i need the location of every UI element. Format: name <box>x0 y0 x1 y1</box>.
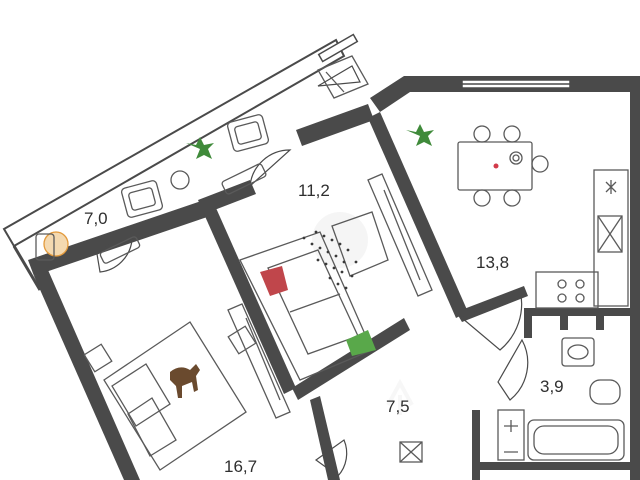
walls <box>2 38 640 480</box>
room-area-bedroom: 16,7 <box>224 457 257 476</box>
doors <box>95 65 529 477</box>
kitchen-furniture <box>457 125 629 309</box>
room-area-balcony: 7,0 <box>84 209 108 228</box>
rug-dots <box>302 230 358 290</box>
bedroom-furniture <box>83 321 257 471</box>
kitchen-dot <box>493 163 499 169</box>
plant-icon <box>186 137 214 159</box>
room-area-bathroom: 3,9 <box>540 377 564 396</box>
windows <box>317 33 571 89</box>
bathroom-furniture <box>497 337 625 461</box>
room-area-kitchen: 13,8 <box>476 253 509 272</box>
watermark-logo-icon <box>312 212 414 415</box>
pillow-green <box>346 330 376 356</box>
room-area-hallway: 7,5 <box>386 397 410 416</box>
pillow-red <box>260 266 288 296</box>
hallway-furniture <box>399 441 423 463</box>
room-area-living-room: 11,2 <box>298 181 330 200</box>
balcony-furniture <box>35 55 369 264</box>
animal-figure-icon <box>170 364 200 398</box>
plant-icon <box>406 124 434 146</box>
